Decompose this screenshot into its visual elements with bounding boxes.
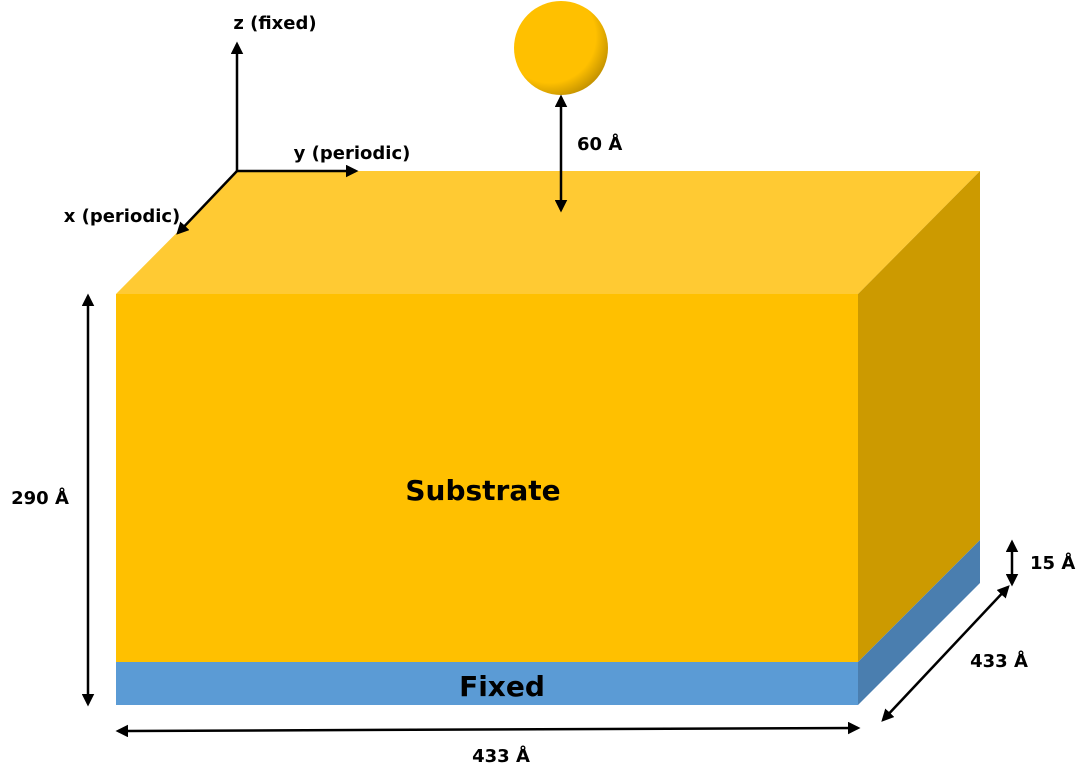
- x-axis-arrow: [176, 170, 238, 235]
- substrate-label: Substrate: [405, 474, 560, 507]
- fixed-label: Fixed: [459, 670, 545, 703]
- width-label: 433 Å: [472, 744, 530, 767]
- width-arrow: [115, 721, 861, 738]
- depth-label: 433 Å: [970, 649, 1028, 672]
- depth-arrow: [881, 585, 1010, 722]
- y-axis-label: y (periodic): [294, 143, 411, 164]
- z-axis-label: z (fixed): [233, 13, 316, 34]
- x-axis-label: x (periodic): [64, 206, 181, 227]
- fixed-front-face: [116, 662, 858, 705]
- sphere: [514, 1, 608, 95]
- substrate-front-face: [116, 294, 858, 662]
- fixed-thickness-label: 15 Å: [1030, 551, 1075, 574]
- height-label: 290 Å: [11, 486, 69, 509]
- gap-label: 60 Å: [577, 132, 622, 155]
- substrate-top-face: [116, 171, 980, 294]
- substrate-side-face: [858, 171, 980, 662]
